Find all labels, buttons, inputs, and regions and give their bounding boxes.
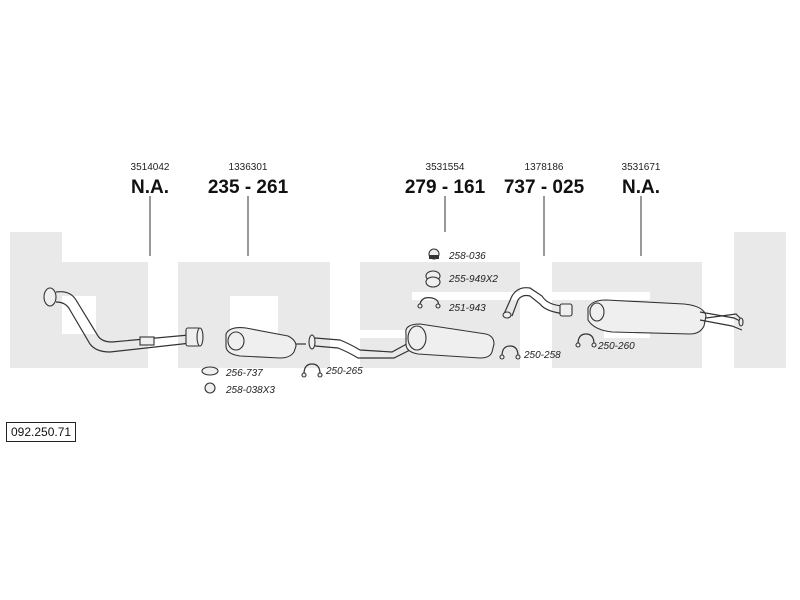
accessory-code[interactable]: 250-258 <box>523 350 561 361</box>
part-label-middle-silencer[interactable]: 3531554 279 - 161 <box>405 162 486 198</box>
clamp-icon <box>499 345 521 360</box>
clamp-ring-icon <box>425 270 441 288</box>
part-number: 279 - 161 <box>405 177 486 198</box>
clamp-icon <box>417 297 441 309</box>
part-number: N.A. <box>622 177 660 198</box>
part-number: N.A. <box>131 177 169 198</box>
nut-icon <box>204 382 216 394</box>
gasket-ring-icon <box>201 366 219 376</box>
nut-icon <box>428 248 440 260</box>
clamp-icon <box>301 363 323 378</box>
middle-silencer-drawing[interactable] <box>308 323 495 359</box>
accessory-code[interactable]: 256-737 <box>225 368 263 379</box>
part-ref: 3531554 <box>426 162 465 173</box>
clamp-icon <box>575 333 597 348</box>
part-number: 737 - 025 <box>504 177 585 198</box>
diagram-code-label: 092.250.71 <box>6 422 77 442</box>
front-silencer-drawing[interactable] <box>225 327 306 359</box>
accessory-code[interactable]: 258-036 <box>448 251 486 262</box>
accessory-code[interactable]: 250-260 <box>597 341 635 352</box>
accessory-code[interactable]: 258-038X3 <box>225 385 275 396</box>
bosal-watermark-logo <box>10 232 786 368</box>
accessory-code[interactable]: 251-943 <box>448 303 486 314</box>
part-ref: 1378186 <box>525 162 564 173</box>
part-number: 235 - 261 <box>208 177 289 198</box>
tail-pipe-drawing[interactable] <box>502 287 573 319</box>
accessory-code[interactable]: 250-265 <box>325 366 363 377</box>
part-ref: 3531671 <box>622 162 661 173</box>
part-ref: 1336301 <box>229 162 268 173</box>
part-ref: 3514042 <box>131 162 170 173</box>
accessory-code[interactable]: 255-949X2 <box>448 274 498 285</box>
part-label-front-pipe[interactable]: 3514042 N.A. <box>131 162 170 198</box>
part-label-tail-pipe[interactable]: 1378186 737 - 025 <box>504 162 585 198</box>
part-label-rear-silencer[interactable]: 3531671 N.A. <box>622 162 661 198</box>
part-label-front-silencer[interactable]: 1336301 235 - 261 <box>208 162 289 198</box>
rear-silencer-drawing[interactable] <box>587 299 744 335</box>
front-pipe-drawing[interactable] <box>43 287 204 353</box>
